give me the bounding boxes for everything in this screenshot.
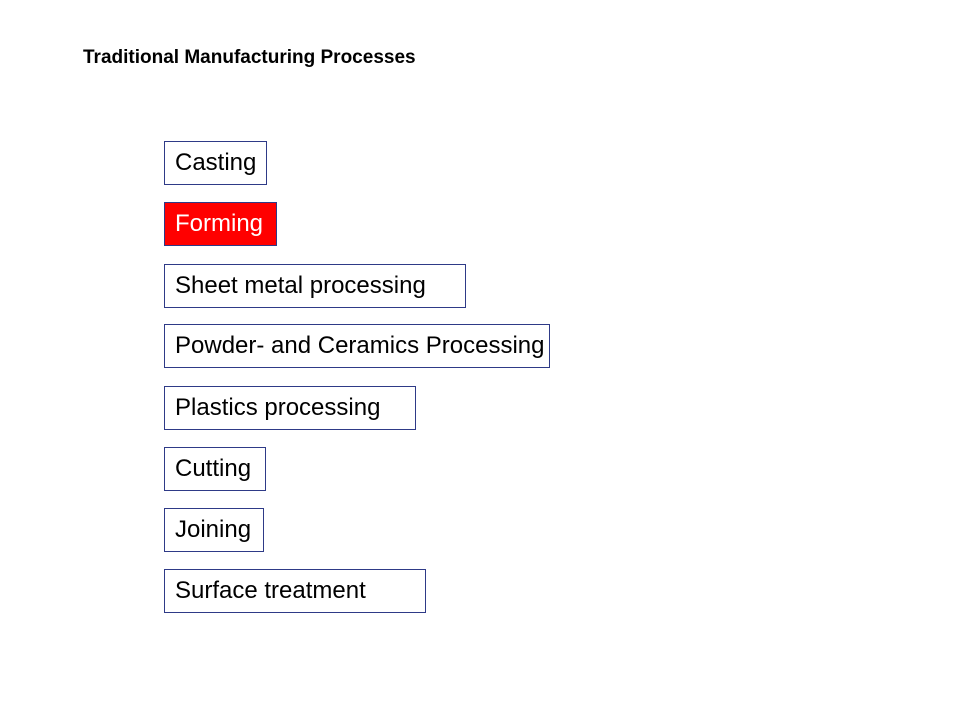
process-box-casting[interactable]: Casting bbox=[164, 141, 267, 185]
process-label-plastics-processing: Plastics processing bbox=[175, 394, 381, 421]
process-box-joining[interactable]: Joining bbox=[164, 508, 264, 552]
process-box-surface-treatment[interactable]: Surface treatment bbox=[164, 569, 426, 613]
process-label-forming: Forming bbox=[175, 210, 264, 237]
process-box-forming[interactable]: Forming bbox=[164, 202, 277, 246]
process-label-casting: Casting bbox=[175, 149, 257, 176]
process-box-cutting[interactable]: Cutting bbox=[164, 447, 266, 491]
process-label-surface-treatment: Surface treatment bbox=[175, 577, 366, 604]
process-box-sheet-metal-processing[interactable]: Sheet metal processing bbox=[164, 264, 466, 308]
process-label-sheet-metal-processing: Sheet metal processing bbox=[175, 272, 426, 299]
process-label-powder-and-ceramics-processing: Powder- and Ceramics Processing bbox=[175, 332, 545, 359]
process-label-cutting: Cutting bbox=[175, 455, 252, 482]
process-box-plastics-processing[interactable]: Plastics processing bbox=[164, 386, 416, 430]
process-label-joining: Joining bbox=[175, 516, 252, 543]
slide-title: Traditional Manufacturing Processes bbox=[83, 47, 416, 68]
process-box-powder-and-ceramics-processing[interactable]: Powder- and Ceramics Processing bbox=[164, 324, 550, 368]
